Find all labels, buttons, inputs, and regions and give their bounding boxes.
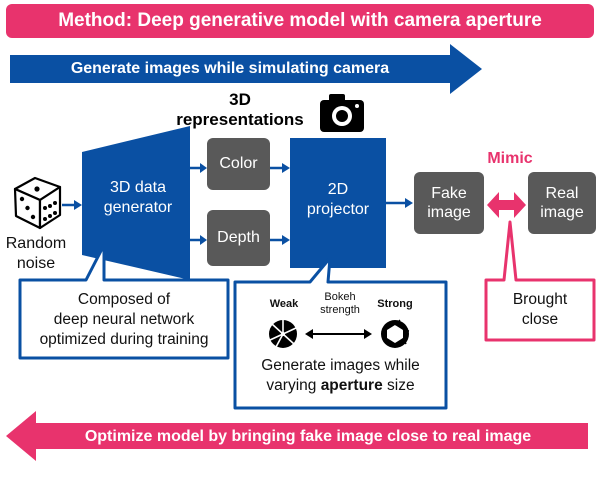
line2-prefix: varying [266, 377, 321, 394]
fake-image-box: Fake image [414, 172, 484, 234]
projector-callout-line2: varying aperture size [237, 376, 444, 396]
strong-label: Strong [377, 298, 413, 310]
color-box: Color [207, 138, 270, 190]
bokeh-strength-label: Bokeh strength [320, 291, 360, 316]
weak-label: Weak [269, 298, 299, 310]
double-arrow-icon [487, 192, 526, 218]
real-image-box: Real image [528, 172, 596, 234]
brought-close-label: Brought close [512, 291, 568, 329]
top-process-arrow [10, 44, 482, 94]
projector-label: 2D projector [306, 181, 370, 218]
brought-close-callout [484, 220, 596, 342]
depth-box: Depth [207, 210, 270, 266]
bokeh-double-arrow [305, 329, 372, 339]
top-arrow-label: Generate images while simulating camera [70, 60, 390, 77]
representations-label: 3D representations [176, 90, 304, 129]
title-banner: Method: Deep generative model with camer… [6, 4, 594, 38]
random-noise-label: Random noise [5, 235, 67, 272]
dice-icon [13, 176, 62, 230]
aperture-weak-icon [269, 320, 297, 348]
generator-callout-box [18, 243, 230, 360]
projector-callout-line1: Generate images while [261, 357, 420, 374]
fake-image-label: Fake image [427, 184, 471, 221]
aperture-strong-icon [381, 319, 410, 348]
aperture-word: aperture [320, 377, 383, 394]
bottom-arrow-label: Optimize model by bringing fake image cl… [84, 428, 532, 445]
mimic-label: Mimic [487, 150, 533, 167]
projector-shape [290, 138, 386, 268]
camera-icon [320, 94, 364, 132]
page-title: Method: Deep generative model with camer… [58, 10, 542, 31]
generator-callout-text: Composed of deep neural network optimize… [39, 291, 209, 349]
color-box-label: Color [219, 155, 258, 173]
line2-suffix: size [382, 377, 415, 394]
generator-shape [82, 126, 190, 280]
depth-box-label: Depth [217, 229, 260, 247]
bottom-optimize-arrow [6, 411, 588, 461]
real-image-label: Real image [540, 184, 584, 221]
generator-label: 3D data generator [103, 179, 173, 216]
